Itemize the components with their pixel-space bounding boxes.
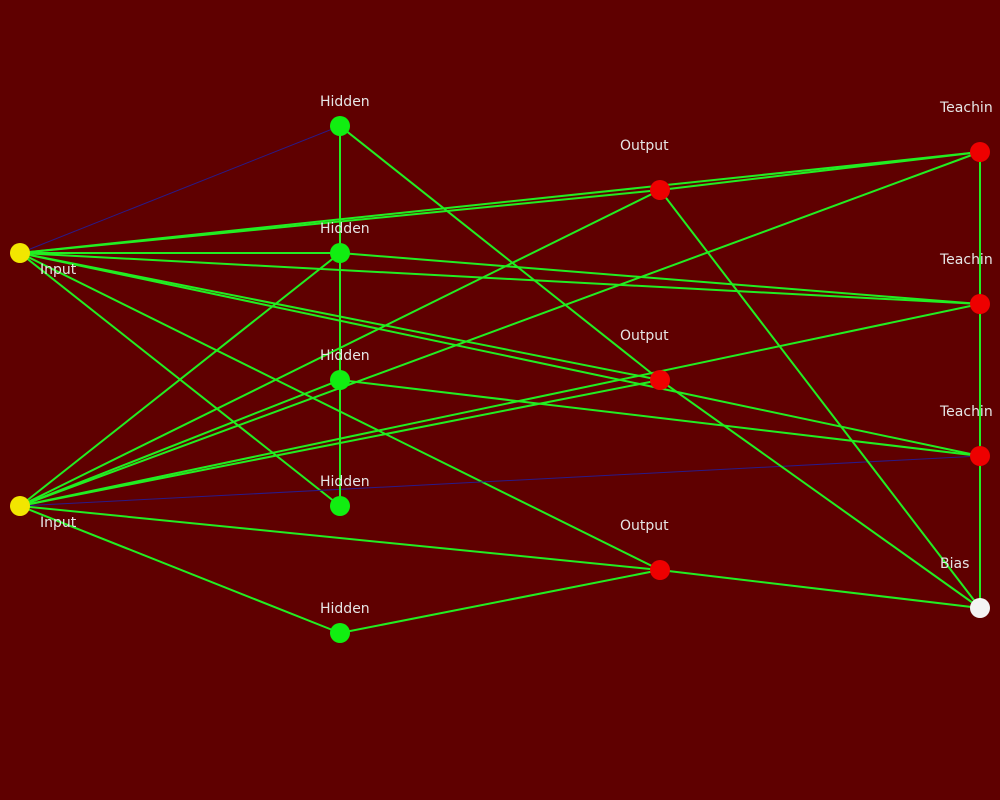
edges-layer bbox=[19, 125, 981, 634]
node-t3[interactable] bbox=[970, 446, 990, 466]
edge-in1-t1 bbox=[19, 151, 981, 254]
node-in2[interactable] bbox=[10, 496, 30, 516]
edge-h3-t3 bbox=[339, 379, 981, 457]
edge-in2-t1 bbox=[19, 151, 981, 507]
node-h5[interactable] bbox=[330, 623, 350, 643]
node-label-in1: Input bbox=[40, 262, 77, 278]
node-label-h4: Hidden bbox=[320, 474, 370, 490]
node-o2[interactable] bbox=[650, 370, 670, 390]
edge-in1-t2 bbox=[19, 252, 981, 305]
node-h1[interactable] bbox=[330, 116, 350, 136]
edge-in2-h3 bbox=[19, 379, 341, 507]
node-label-t3: Teachin bbox=[939, 404, 993, 420]
edge-in1-t3 bbox=[19, 252, 981, 457]
node-t2[interactable] bbox=[970, 294, 990, 314]
node-t1[interactable] bbox=[970, 142, 990, 162]
node-o1[interactable] bbox=[650, 180, 670, 200]
node-h2[interactable] bbox=[330, 243, 350, 263]
labels-layer: InputInputHiddenHiddenHiddenHiddenHidden… bbox=[40, 94, 993, 617]
node-in1[interactable] bbox=[10, 243, 30, 263]
node-label-h2: Hidden bbox=[320, 221, 370, 237]
edge-in2-h5 bbox=[19, 505, 341, 634]
node-o3[interactable] bbox=[650, 560, 670, 580]
node-label-h3: Hidden bbox=[320, 348, 370, 364]
edge-h1-o2 bbox=[339, 125, 661, 381]
edge-in2-h2 bbox=[19, 252, 341, 507]
edge-o3-bias bbox=[659, 569, 981, 609]
node-label-t1: Teachin bbox=[939, 100, 993, 116]
edge-o1-t1 bbox=[659, 151, 981, 191]
nodes-layer bbox=[10, 116, 990, 643]
node-bias[interactable] bbox=[970, 598, 990, 618]
node-h4[interactable] bbox=[330, 496, 350, 516]
edge-h5-o3 bbox=[339, 569, 661, 634]
node-label-o1: Output bbox=[620, 138, 669, 154]
node-label-h1: Hidden bbox=[320, 94, 370, 110]
edge-o2-bias bbox=[659, 379, 981, 609]
edge-o1-bias bbox=[659, 189, 981, 609]
node-h3[interactable] bbox=[330, 370, 350, 390]
node-label-in2: Input bbox=[40, 515, 77, 531]
node-label-o2: Output bbox=[620, 328, 669, 344]
node-label-bias: Bias bbox=[940, 556, 969, 572]
edge-h2-t2 bbox=[339, 252, 981, 305]
node-label-o3: Output bbox=[620, 518, 669, 534]
edge-in2-t3 bbox=[19, 455, 981, 507]
node-label-h5: Hidden bbox=[320, 601, 370, 617]
edge-in2-t2 bbox=[19, 303, 981, 507]
node-label-t2: Teachin bbox=[939, 252, 993, 268]
edge-in1-h1 bbox=[19, 125, 341, 254]
edge-in2-o3 bbox=[19, 505, 661, 571]
